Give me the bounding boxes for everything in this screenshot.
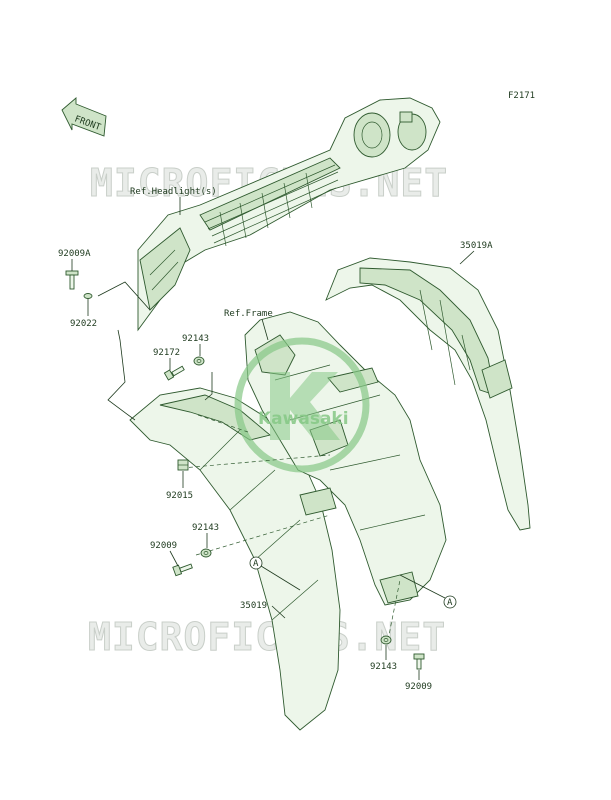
callout-a-left-label: A: [253, 559, 259, 569]
label-92172: 92172: [153, 348, 180, 358]
callout-a-left: A: [249, 556, 301, 591]
label-92143-bottom: 92143: [370, 662, 397, 672]
label-92143-top: 92143: [182, 334, 209, 344]
washer-92143-mid-icon: [200, 548, 212, 558]
ref-frame-label: Ref.Frame: [224, 309, 273, 319]
label-92015: 92015: [166, 491, 193, 501]
leader-35019: [271, 605, 286, 619]
kawasaki-logo: Kawasaki: [234, 337, 370, 473]
washer-92022-icon: [83, 293, 93, 299]
ref-headlights-label: Ref.Headlight(s): [130, 187, 217, 197]
label-92009-left: 92009: [150, 541, 177, 551]
label-35019A: 35019A: [460, 241, 493, 251]
headlight-bracket-assembly: [137, 97, 441, 332]
leader-35019A: [459, 250, 475, 265]
leader-92009-left: [169, 550, 179, 567]
bolt-92009-bottom-icon: [413, 653, 425, 670]
washer-92143-top-icon: [193, 356, 205, 366]
projection-line-4: [387, 579, 401, 641]
kawasaki-logo-text: Kawasaki: [258, 409, 349, 429]
leader-bracket-headlight: [97, 281, 151, 421]
projection-line-1: [181, 454, 331, 469]
bolt-92009-left-icon: [172, 563, 193, 577]
bolt-92009A-icon: [65, 270, 79, 290]
projection-line-2: [195, 514, 331, 556]
projection-line-3: [197, 414, 249, 433]
label-92143-mid: 92143: [192, 523, 219, 533]
label-92022: 92022: [70, 319, 97, 329]
label-35019: 35019: [240, 601, 267, 611]
fender-35019A: [325, 257, 531, 531]
figure-code: F2171: [508, 91, 535, 101]
clip-92015-icon: [177, 459, 189, 471]
ref-frame-leader: [261, 318, 269, 341]
label-92009A: 92009A: [58, 249, 91, 259]
leader-92143-to-fender: [204, 372, 213, 401]
callout-a-right-label: A: [447, 598, 453, 608]
label-92009-bottom: 92009: [405, 682, 432, 692]
bolt-92172-icon: [163, 365, 185, 381]
callout-a-right: A: [399, 574, 457, 609]
watermark-bottom: MICROFICHES.NET: [88, 615, 446, 659]
front-arrow-icon: FRONT: [61, 97, 107, 137]
washer-92143-bottom-icon: [380, 635, 392, 645]
